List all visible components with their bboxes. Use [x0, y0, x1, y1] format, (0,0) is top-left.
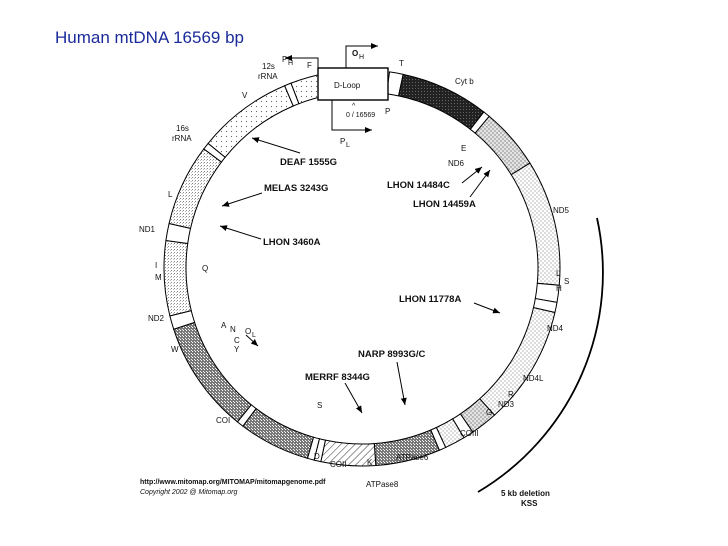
- coii-segment: [242, 407, 315, 459]
- trna-p-label: P: [385, 107, 390, 116]
- gene-atpase8-label: ATPase8: [366, 480, 399, 489]
- trna-s1-label: S: [317, 401, 322, 410]
- ol-sub: L: [252, 332, 256, 339]
- mutation-merrf: MERRF 8344G: [305, 372, 370, 383]
- source-copyright: Copyright 2002 @ Mitomap.org: [140, 489, 237, 496]
- pl-arrow: [331, 100, 372, 133]
- trna-a-label: A: [221, 321, 227, 330]
- gene-12s-rrna-label: rRNA: [258, 72, 278, 81]
- trna-r-label: R: [508, 390, 514, 399]
- mutation-lhon14484-arrow: [461, 166, 483, 184]
- ol-label: O: [245, 327, 251, 336]
- nd4-segment: [479, 306, 556, 416]
- mutation-lhon11778-arrow: [473, 302, 501, 314]
- gene-nd1-label: ND1: [139, 225, 156, 234]
- mutation-melas-arrow: [221, 192, 263, 207]
- mutation-lhon14459-arrow: [469, 169, 491, 198]
- nd5-segment: [510, 162, 561, 286]
- mutation-lhon3460: LHON 3460A: [263, 237, 321, 248]
- deletion-label: 5 kb deletion: [501, 489, 550, 498]
- ph-arrow: [285, 55, 319, 70]
- trna-m-label: M: [155, 273, 162, 282]
- gene-12s-label: 12s: [262, 62, 275, 71]
- d-loop-box: [317, 67, 389, 101]
- mutation-lhon11778: LHON 11778A: [399, 294, 461, 305]
- gene-coiii-label: COIII: [460, 429, 479, 438]
- oh-label: O: [352, 49, 358, 58]
- d-loop-label: D-Loop: [334, 81, 361, 90]
- page-title: Human mtDNA 16569 bp: [55, 28, 244, 47]
- mutation-melas: MELAS 3243G: [264, 183, 328, 194]
- gene-coi-label: COI: [216, 416, 230, 425]
- gene-16s-rrna-label: rRNA: [172, 134, 192, 143]
- trna-e-label: E: [461, 144, 466, 153]
- trna-q-label: Q: [202, 264, 208, 273]
- nd6-segment: [474, 115, 531, 176]
- gene-nd4l-label: ND4L: [523, 374, 544, 383]
- gene-nd5-label: ND5: [553, 206, 570, 215]
- pl-sub: L: [346, 142, 350, 149]
- deletion-arc: [477, 217, 604, 493]
- trna-k-label: K: [367, 458, 373, 467]
- trna-l1-label: L: [168, 190, 173, 199]
- gene-coii-label: COII: [330, 460, 346, 469]
- mutation-deaf: DEAF 1555G: [280, 157, 337, 168]
- mutation-lhon14484: LHON 14484C: [387, 180, 450, 191]
- nd2-segment: [163, 239, 192, 317]
- gene-nd2-label: ND2: [148, 314, 165, 323]
- gene-nd3-label: ND3: [498, 400, 515, 409]
- mutation-deaf-arrow: [251, 137, 301, 154]
- trna-n-label: N: [230, 325, 236, 334]
- ph-sub: H: [288, 60, 293, 67]
- trna-l2-label: L: [556, 269, 561, 278]
- trna-g-label: G: [486, 408, 492, 417]
- origin-label: 0 / 16569: [346, 112, 375, 119]
- trna-v-label: V: [242, 91, 248, 100]
- gene-nd4-label: ND4: [547, 324, 564, 333]
- trna-c-label: C: [234, 336, 240, 345]
- trna-y-label: Y: [234, 345, 240, 354]
- oh-sub: H: [359, 54, 364, 61]
- trna-f-label: F: [307, 61, 312, 70]
- trna-d-label: D: [314, 452, 320, 461]
- pl-label: P: [340, 137, 345, 146]
- gene-nd6-label: ND6: [448, 159, 465, 168]
- oh-arrow: [345, 43, 378, 68]
- source-url: http://www.mitomap.org/MITOMAP/mitomapge…: [140, 479, 326, 486]
- trna-h-label: H: [556, 284, 562, 293]
- ol-arrow: [245, 334, 259, 347]
- genome-ring: [163, 71, 561, 467]
- gene-cytb-label: Cyt b: [455, 77, 474, 86]
- origin-caret: ^: [352, 103, 356, 110]
- mutation-lhon14459: LHON 14459A: [413, 199, 476, 210]
- deletion-kss: KSS: [521, 499, 538, 508]
- mutation-merrf-arrow: [344, 382, 363, 414]
- ph-label: P: [282, 55, 287, 64]
- gene-16s-label: 16s: [176, 124, 189, 133]
- trna-t-label: T: [399, 59, 404, 68]
- mutation-lhon3460-arrow: [219, 225, 262, 240]
- trna-w-label: W: [171, 345, 179, 354]
- mutation-narp: NARP 8993G/C: [358, 349, 426, 360]
- mutation-narp-arrow: [396, 361, 407, 406]
- gene-atpase6-label: ATPase6: [396, 453, 429, 462]
- trna-i-label: I: [155, 261, 157, 270]
- trna-s2-label: S: [564, 277, 569, 286]
- nd1-segment: [168, 148, 223, 230]
